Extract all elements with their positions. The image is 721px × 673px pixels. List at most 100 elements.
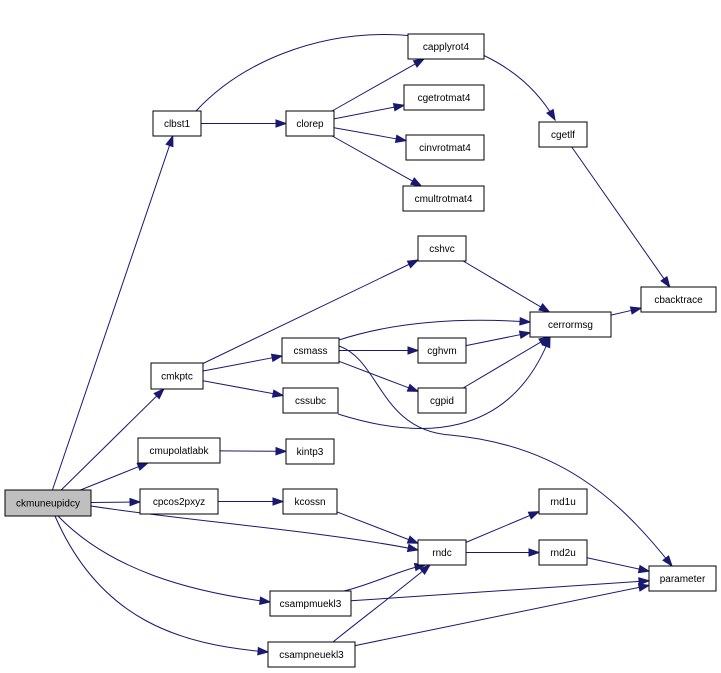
edge-line xyxy=(350,580,640,602)
node-box[interactable] xyxy=(282,488,338,515)
edge-line xyxy=(336,511,409,541)
edge-line xyxy=(60,395,158,491)
node-box[interactable] xyxy=(538,539,588,566)
arrowhead xyxy=(259,596,272,605)
edge-cgpid-to-cerrormsg xyxy=(462,336,551,389)
node-box[interactable] xyxy=(648,565,717,592)
node-box[interactable] xyxy=(4,489,92,517)
node-cpcos2pxyz[interactable]: cpcos2pxyz xyxy=(139,488,219,515)
node-cmkptc[interactable]: cmkptc xyxy=(150,362,204,390)
arrowhead xyxy=(406,535,420,544)
edge-ckmuneupidcy-to-cmkptc xyxy=(60,387,165,491)
node-box[interactable] xyxy=(150,362,204,390)
node-box[interactable] xyxy=(538,121,588,148)
node-box[interactable] xyxy=(152,110,202,137)
edge-line xyxy=(195,34,556,121)
node-cgetlf[interactable]: cgetlf xyxy=(538,121,588,148)
node-parameter[interactable]: parameter xyxy=(648,565,717,592)
edge-line xyxy=(333,106,395,120)
edge-ckmuneupidcy-to-cmupolatlabk xyxy=(80,462,150,491)
node-cgpid[interactable]: cgpid xyxy=(417,387,467,414)
node-box[interactable] xyxy=(403,84,485,111)
node-cmupolatlabk[interactable]: cmupolatlabk xyxy=(137,437,221,464)
edge-clorep-to-cmultrotmat4 xyxy=(332,135,423,187)
arrowhead xyxy=(637,583,651,592)
edge-line xyxy=(338,319,531,341)
node-cghvm[interactable]: cghvm xyxy=(417,337,467,364)
node-label: rndc xyxy=(432,548,451,559)
node-label: cmultrotmat4 xyxy=(415,194,473,205)
node-cinvrotmat4[interactable]: cinvrotmat4 xyxy=(405,134,485,161)
edge-line xyxy=(331,63,416,112)
node-rnd1u[interactable]: rnd1u xyxy=(538,488,588,515)
node-label: cmkptc xyxy=(161,372,193,383)
node-rndc[interactable]: rndc xyxy=(417,539,467,566)
nodes-layer: ckmuneupidcy clbst1 clorep capplyrot4 cgetro… xyxy=(4,33,717,668)
node-box[interactable] xyxy=(137,437,221,464)
node-box[interactable] xyxy=(407,33,485,60)
edge-csampmuekl3-to-rndc xyxy=(343,562,427,592)
node-kcossn[interactable]: kcossn xyxy=(282,488,338,515)
node-label: cghvm xyxy=(427,346,456,357)
arrowhead xyxy=(153,387,165,400)
node-clbst1[interactable]: clbst1 xyxy=(152,110,202,137)
edge-line xyxy=(80,466,139,491)
arrowhead xyxy=(527,511,541,520)
edge-cmupolatlabk-to-kintp3 xyxy=(219,446,288,456)
edge-cssubc-to-cerrormsg xyxy=(337,335,551,429)
node-csmass[interactable]: csmass xyxy=(281,337,340,364)
node-box[interactable] xyxy=(640,286,717,313)
node-cshvc[interactable]: cshvc xyxy=(417,235,467,262)
node-clorep[interactable]: clorep xyxy=(285,110,335,137)
arrowhead xyxy=(272,497,285,506)
node-label: cgpid xyxy=(430,396,454,407)
node-box[interactable] xyxy=(139,488,219,515)
node-box[interactable] xyxy=(269,590,352,617)
edge-line xyxy=(90,505,419,551)
node-box[interactable] xyxy=(285,110,335,137)
node-label: cinvrotmat4 xyxy=(419,143,471,154)
node-box[interactable] xyxy=(267,641,356,668)
node-capplyrot4[interactable]: capplyrot4 xyxy=(407,33,485,60)
node-box[interactable] xyxy=(405,134,485,161)
edge-ckmuneupidcy-to-cpcos2pxyz xyxy=(90,497,142,507)
node-box[interactable] xyxy=(285,438,335,465)
edge-line xyxy=(202,263,410,364)
edge-cerrormsg-to-cbacktrace xyxy=(610,306,643,316)
edge-clorep-to-capplyrot4 xyxy=(331,58,426,112)
node-box[interactable] xyxy=(417,387,467,414)
edge-clbst1-to-clorep xyxy=(201,119,288,128)
node-cerrormsg[interactable]: cerrormsg xyxy=(529,311,612,338)
node-box[interactable] xyxy=(282,387,339,414)
node-box[interactable] xyxy=(417,337,467,364)
edge-line xyxy=(462,260,542,308)
node-csampmuekl3[interactable]: csampmuekl3 xyxy=(269,590,352,617)
node-box[interactable] xyxy=(417,235,467,262)
node-box[interactable] xyxy=(529,311,612,338)
node-box[interactable] xyxy=(417,539,467,566)
node-kintp3[interactable]: kintp3 xyxy=(285,438,335,465)
node-box[interactable] xyxy=(281,337,340,364)
edge-rnd2u-to-parameter xyxy=(586,557,651,574)
node-label: rnd1u xyxy=(550,497,576,508)
node-cbacktrace[interactable]: cbacktrace xyxy=(640,286,717,313)
node-label: ckmuneupidcy xyxy=(16,499,80,510)
node-box[interactable] xyxy=(402,185,485,212)
arrowhead xyxy=(407,346,420,355)
arrowhead xyxy=(662,555,673,568)
arrowhead xyxy=(275,119,288,128)
arrowhead xyxy=(392,103,406,112)
arrowhead xyxy=(528,548,541,557)
node-label: clorep xyxy=(296,119,324,130)
node-ckmuneupidcy[interactable]: ckmuneupidcy xyxy=(4,489,92,517)
edge-line xyxy=(337,336,551,429)
node-csampneuekl3[interactable]: csampneuekl3 xyxy=(267,641,356,668)
node-cgetrotmat4[interactable]: cgetrotmat4 xyxy=(403,84,485,111)
node-label: parameter xyxy=(660,574,706,585)
node-box[interactable] xyxy=(538,488,588,515)
edge-csampmuekl3-to-parameter xyxy=(350,577,651,602)
node-cmultrotmat4[interactable]: cmultrotmat4 xyxy=(402,185,485,212)
node-rnd2u[interactable]: rnd2u xyxy=(538,539,588,566)
node-cssubc[interactable]: cssubc xyxy=(282,387,339,414)
